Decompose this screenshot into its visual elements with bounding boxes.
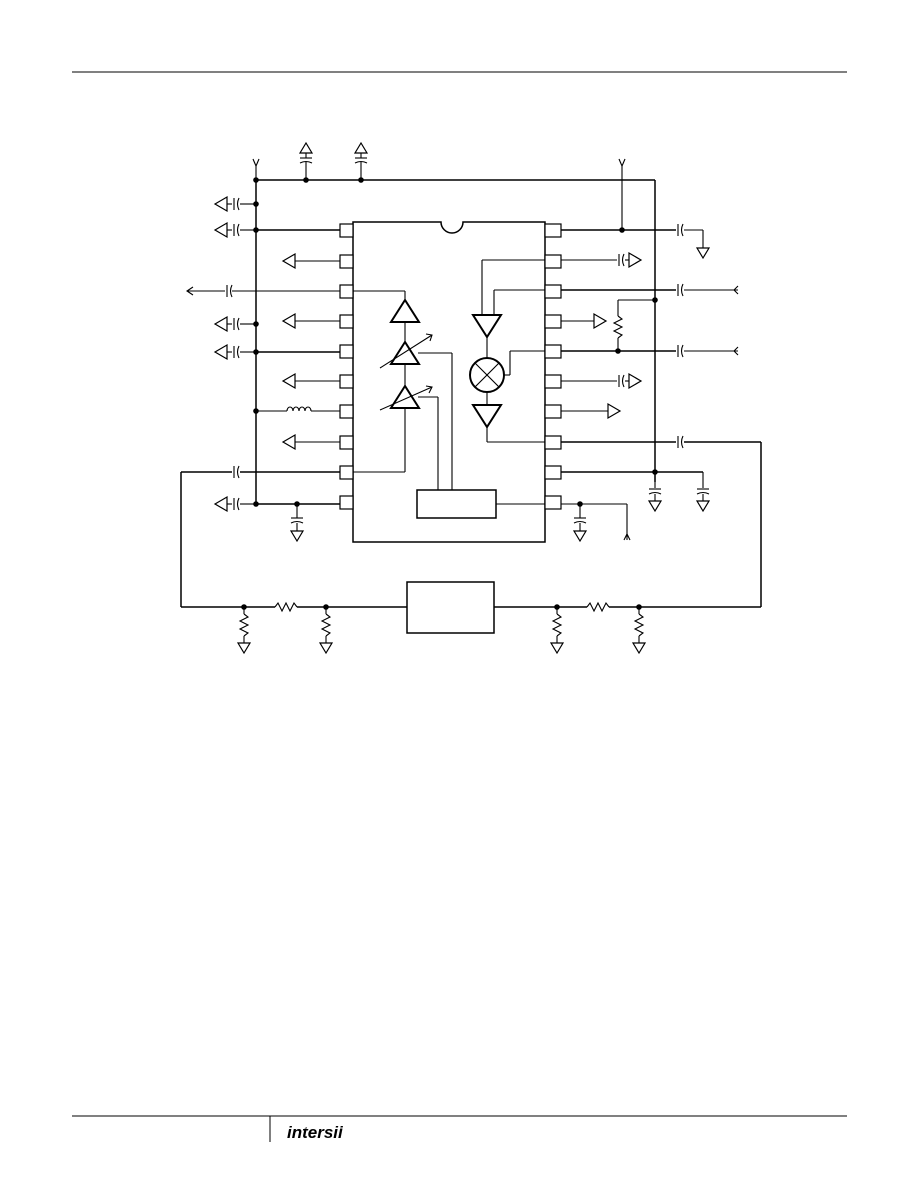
right-connections (561, 223, 762, 607)
ic-package (352, 221, 546, 543)
ic-right-pins (544, 223, 562, 510)
filter-block (406, 581, 495, 634)
filter-network (181, 581, 761, 654)
ic-left-pins (339, 223, 354, 510)
supply-rail (252, 142, 656, 504)
svg-text:intersil: intersil (287, 1123, 344, 1142)
internal-amp-chain (353, 290, 545, 519)
intersil-logo: intersil (287, 1123, 355, 1142)
circuit-schematic (180, 142, 762, 654)
mixer-chain (469, 259, 545, 443)
left-pin-outputs (180, 253, 340, 607)
left-decoupling (214, 196, 340, 542)
